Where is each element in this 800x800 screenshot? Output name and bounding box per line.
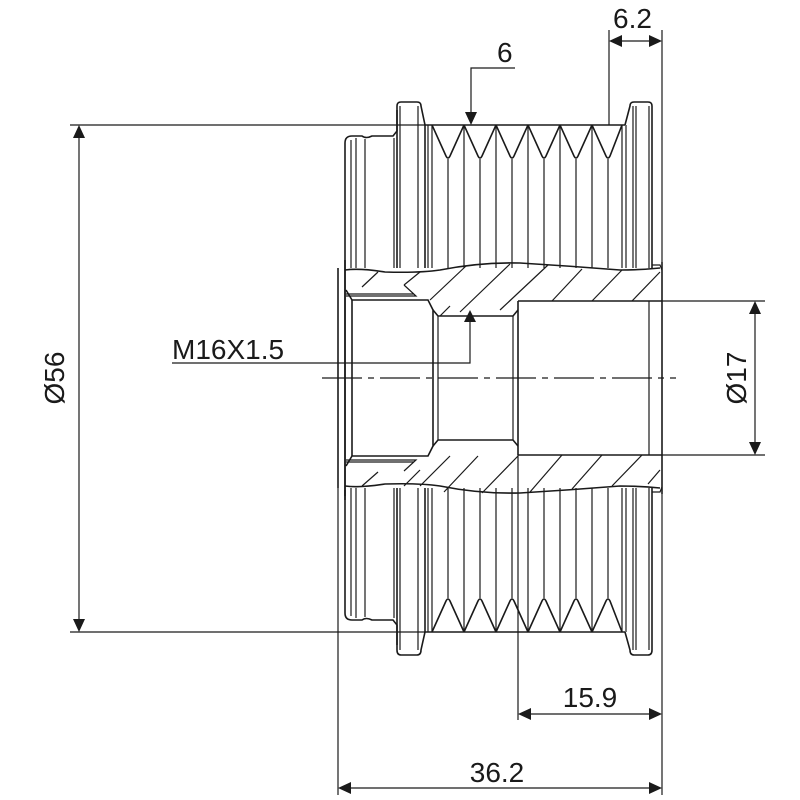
- rib-count-label: 6: [497, 37, 513, 68]
- arrow-left-icon: [338, 782, 351, 794]
- arrow-up-icon: [73, 125, 85, 138]
- arrow-up-icon: [749, 301, 761, 314]
- ribs-top: [431, 124, 623, 268]
- arrow-right-icon: [649, 35, 662, 47]
- dimension-overall-length: 36.2: [337, 488, 662, 795]
- section-hatching-top: [361, 263, 661, 317]
- dimension-rib-count: 6: [465, 37, 515, 125]
- groove-length-label: 15.9: [563, 682, 618, 713]
- arrow-right-icon: [649, 782, 662, 794]
- section-hatching-bottom: [361, 454, 661, 494]
- dimension-flange-offset: 6.2: [608, 3, 663, 262]
- arrow-down-icon: [465, 112, 477, 125]
- dimension-outer-diameter: Ø56: [39, 124, 425, 633]
- outer-diameter-label: Ø56: [39, 352, 70, 405]
- overall-length-label: 36.2: [470, 757, 525, 788]
- dimension-groove-length: 15.9: [517, 455, 663, 795]
- thread-label: M16X1.5: [172, 334, 284, 365]
- arrow-down-icon: [73, 619, 85, 632]
- arrow-left-icon: [609, 35, 622, 47]
- dimension-bore-diameter: Ø17: [662, 300, 765, 456]
- ribs-bottom: [431, 488, 623, 633]
- arrow-right-icon: [649, 708, 662, 720]
- arrow-down-icon: [749, 442, 761, 455]
- dimension-thread: M16X1.5: [172, 310, 476, 365]
- arrow-left-icon: [518, 708, 531, 720]
- arrow-up-icon: [464, 310, 476, 322]
- flange-offset-label: 6.2: [613, 3, 652, 34]
- bore-diameter-label: Ø17: [721, 352, 752, 405]
